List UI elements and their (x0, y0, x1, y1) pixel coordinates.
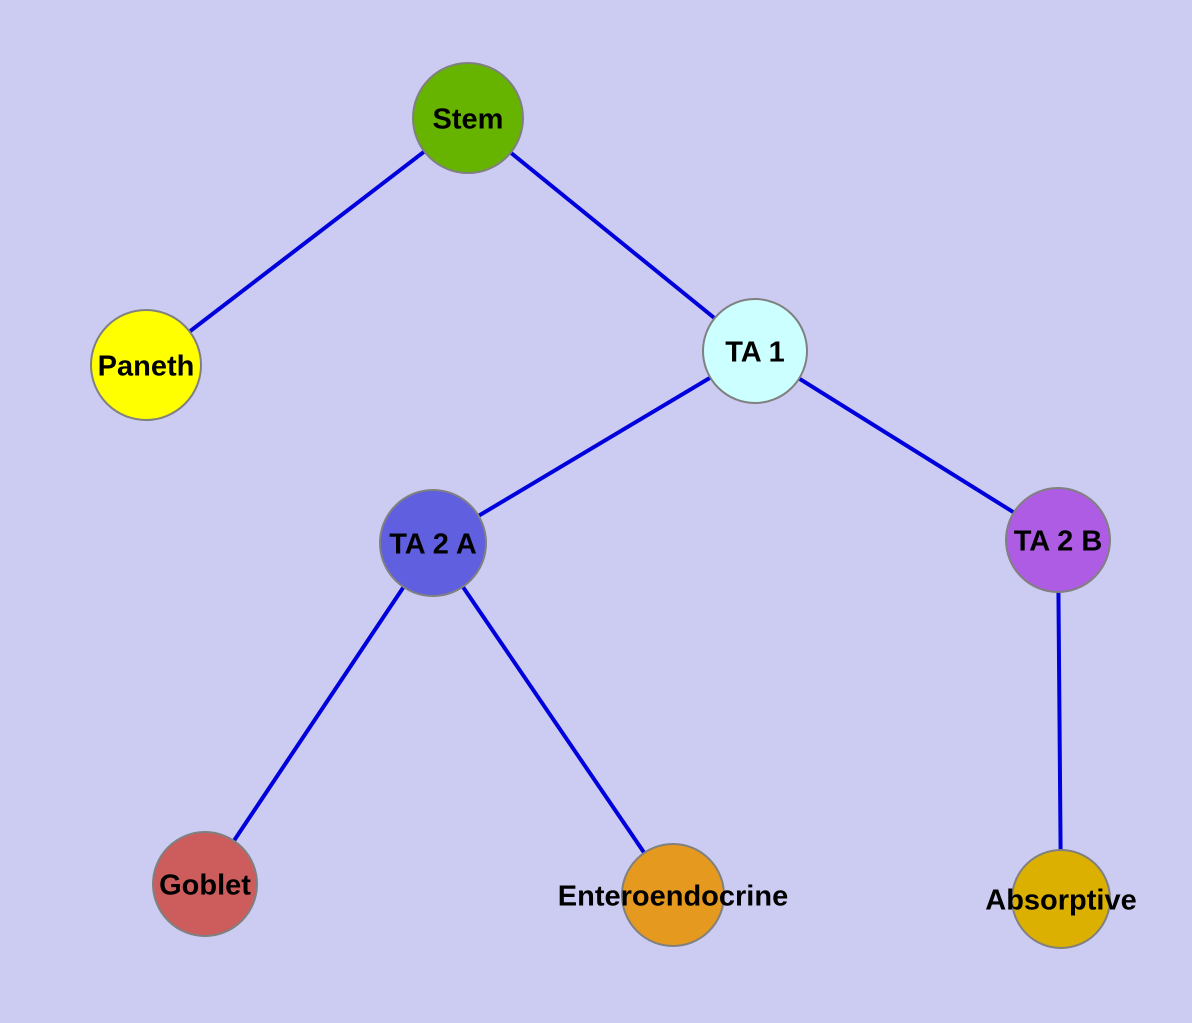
edge-ta2b-absorptive (1056, 539, 1063, 900)
node-circle-stem (412, 62, 524, 174)
node-circle-goblet (152, 831, 258, 937)
node-circle-ta1 (702, 298, 808, 404)
edges-layer (144, 116, 1063, 900)
node-ta2a: TA 2 A (379, 489, 487, 597)
node-circle-enteroendocrine (621, 843, 725, 947)
edge-ta1-ta2a (431, 349, 757, 545)
edge-ta2a-goblet (203, 541, 435, 886)
node-circle-ta2a (379, 489, 487, 597)
node-paneth: Paneth (90, 309, 202, 421)
edge-ta2a-enteroendocrine (431, 541, 675, 897)
node-stem: Stem (412, 62, 524, 174)
node-goblet: Goblet (152, 831, 258, 937)
node-ta1: TA 1 (702, 298, 808, 404)
node-circle-paneth (90, 309, 202, 421)
edge-ta1-ta2b (753, 349, 1060, 542)
node-circle-ta2b (1005, 487, 1111, 593)
edge-stem-ta1 (466, 116, 757, 353)
edge-stem-paneth (144, 116, 470, 367)
node-ta2b: TA 2 B (1005, 487, 1111, 593)
node-circle-absorptive (1011, 849, 1111, 949)
